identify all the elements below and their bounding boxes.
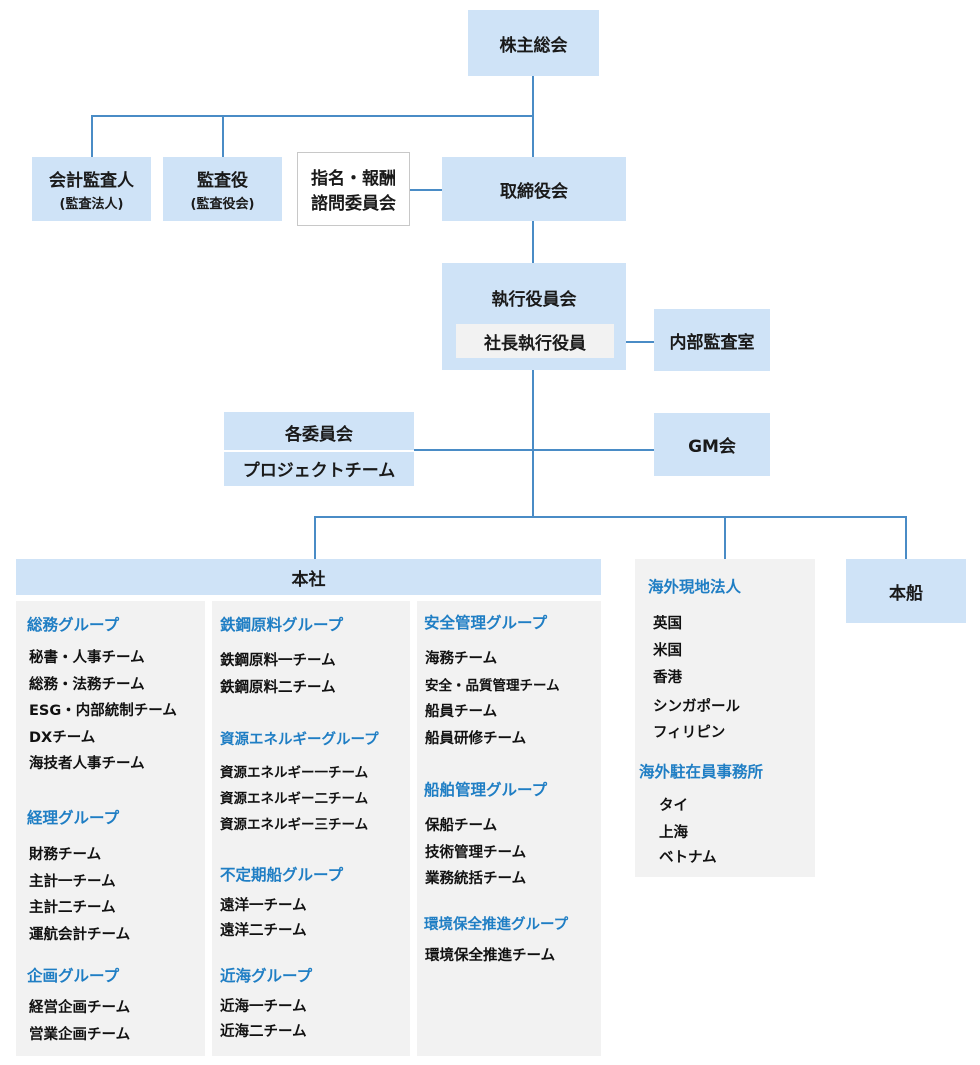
group-title: 環境保全推進グループ [424,917,569,933]
line-board-exec [532,221,534,263]
group-title: 企画グループ [27,967,120,985]
line-top-horizontal [91,115,534,117]
auditors-sub: (監査役会) [190,197,255,212]
shareholders-label: 株主総会 [499,35,568,56]
accounting-auditor-sub: (監査法人) [59,197,124,212]
honsha-label: 本社 [291,569,326,590]
line-bottom-horizontal [314,516,907,518]
honsha-column-2: 鉄鋼原料グループ 鉄鋼原料一チーム 鉄鋼原料二チーム 資源エネルギーグループ 資… [212,601,410,1056]
group-title: 不定期船グループ [220,866,344,884]
committees-label: 各委員会 [285,425,353,445]
team-item: 安全・品質管理チーム [425,678,560,694]
line-committees [414,449,654,451]
group-title: 近海グループ [220,967,313,985]
team-item: 秘書・人事チーム [29,650,145,666]
group-title: 船舶管理グループ [424,781,548,799]
subsidiaries-title: 海外現地法人 [648,578,742,596]
line-ship [905,516,907,559]
group-title: 安全管理グループ [424,614,548,632]
team-item: 技術管理チーム [425,845,527,861]
team-item: 遠洋二チーム [220,923,307,939]
group-title: 総務グループ [27,616,120,634]
team-item: 海技者人事チーム [29,756,145,772]
honsha-bar: 本社 [16,559,601,595]
internal-audit-label: 内部監査室 [669,332,755,353]
team-item: 鉄鋼原料一チーム [220,653,336,669]
group-title: 鉄鋼原料グループ [220,616,344,634]
office-item: 上海 [659,825,688,841]
line-auditors [222,115,224,157]
team-item: 経営企画チーム [29,1000,131,1016]
team-item: 近海二チーム [220,1024,307,1040]
team-item: 環境保全推進チーム [425,948,556,964]
board-of-directors: 取締役会 [442,157,626,221]
nomination-line2: 諮問委員会 [311,194,396,214]
team-item: 運航会計チーム [29,927,131,943]
project-team-label: プロジェクトチーム [242,460,396,481]
gm-meeting: GM会 [654,413,770,476]
offices-title: 海外駐在員事務所 [639,763,764,781]
board-label: 取締役会 [500,181,568,202]
office-item: ベトナム [659,850,717,866]
group-title: 資源エネルギーグループ [220,732,379,748]
team-item: 保船チーム [425,818,498,834]
team-item: 総務・法務チーム [29,677,145,693]
line-exec-down [532,370,534,518]
country-item: シンガポール [653,699,740,715]
accounting-auditor: 会計監査人 (監査法人) [32,157,151,221]
ship-label: 本船 [889,583,923,604]
auditors-label: 監査役 [197,171,248,191]
team-item: 資源エネルギー二チーム [220,791,369,807]
line-honsha [314,516,316,559]
exec-board-label: 執行役員会 [491,290,577,310]
line-overseas [724,516,726,559]
country-item: 米国 [653,643,682,659]
overseas-panel: 海外現地法人 英国 米国 香港 シンガポール フィリピン 海外駐在員事務所 タイ… [635,559,815,877]
project-team-box: プロジェクトチーム [224,452,414,484]
line-nomination [410,189,442,191]
team-item: DXチーム [29,730,96,746]
team-item: 主計一チーム [29,874,116,890]
team-item: 営業企画チーム [29,1027,131,1043]
country-item: 香港 [653,670,682,686]
nomination-committee: 指名・報酬 諮問委員会 [297,152,410,226]
team-item: 主計二チーム [29,900,116,916]
team-item: 資源エネルギー一チーム [220,765,369,781]
president-box: 社長執行役員 [456,324,614,358]
line-accounting-auditor [91,115,93,157]
team-item: 鉄鋼原料二チーム [220,680,336,696]
committees-divider [224,450,414,452]
country-item: 英国 [653,616,682,632]
line-internal-audit [614,341,654,343]
nomination-line1: 指名・報酬 [311,169,396,189]
team-item: 海務チーム [425,651,498,667]
president-label: 社長執行役員 [484,333,586,354]
honsha-column-1: 総務グループ 秘書・人事チーム 総務・法務チーム ESG・内部統制チーム DXチ… [16,601,205,1056]
auditors: 監査役 (監査役会) [163,157,282,221]
team-item: 業務統括チーム [425,871,527,887]
honsha-column-3: 安全管理グループ 海務チーム 安全・品質管理チーム 船員チーム 船員研修チーム … [417,601,601,1056]
team-item: 資源エネルギー三チーム [220,817,369,833]
team-item: ESG・内部統制チーム [29,703,177,719]
team-item: 船員チーム [425,704,498,720]
team-item: 船員研修チーム [425,731,527,747]
group-title: 経理グループ [27,809,120,827]
team-item: 財務チーム [29,847,102,863]
office-item: タイ [659,798,688,814]
accounting-auditor-label: 会計監査人 [49,171,134,191]
shareholders-meeting: 株主総会 [468,10,599,76]
team-item: 遠洋一チーム [220,898,307,914]
ship-box: 本船 [846,559,966,623]
team-item: 近海一チーム [220,999,307,1015]
internal-audit: 内部監査室 [654,309,770,371]
country-item: フィリピン [653,725,726,741]
gm-label: GM会 [688,437,736,457]
